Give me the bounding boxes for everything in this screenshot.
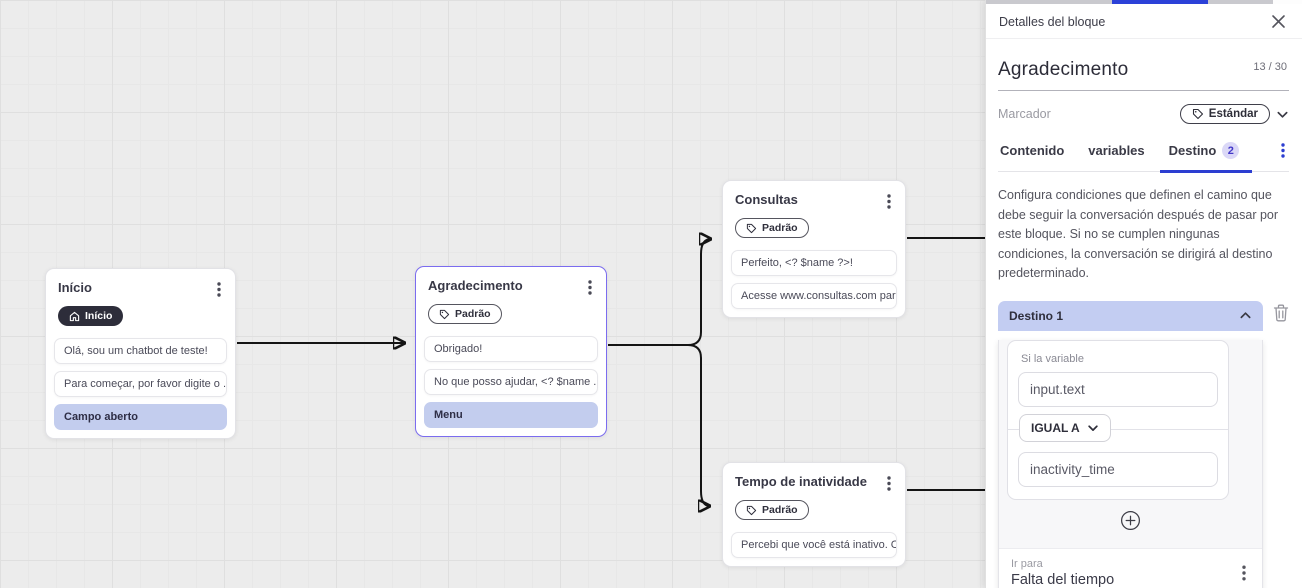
panel-top-strip	[986, 0, 1302, 4]
node-message[interactable]: Obrigado!	[424, 335, 598, 362]
node-menu-icon[interactable]	[584, 278, 596, 297]
node-menu-item[interactable]: Menu	[424, 401, 598, 428]
node-badge-label: Padrão	[455, 308, 491, 320]
top-strip-light	[1273, 0, 1302, 4]
node-type-badge: Padrão	[735, 500, 809, 520]
destino-count-badge: 2	[1222, 142, 1240, 159]
node-message[interactable]: Perfeito, <? $name ?>!	[731, 249, 897, 276]
node-open-field-item[interactable]: Campo aberto	[54, 403, 227, 430]
close-icon[interactable]	[1269, 12, 1288, 31]
goto-value[interactable]: Falta del tiempo	[1011, 571, 1115, 588]
goto-section: Ir para Falta del tiempo	[999, 547, 1262, 588]
node-message[interactable]: Olá, sou um chatbot de teste!	[54, 337, 227, 364]
node-title: Tempo de inatividade	[735, 474, 867, 489]
node-type-badge: Início	[58, 306, 124, 326]
tab-contenido[interactable]: Contenido	[1000, 143, 1065, 158]
chevron-down-icon[interactable]	[1276, 108, 1289, 121]
block-details-panel: Detalles del bloque Agradecimento 13 / 3…	[985, 0, 1302, 588]
node-badge-label: Início	[85, 310, 113, 322]
node-menu-icon[interactable]	[883, 192, 895, 211]
node-badge-label: Padrão	[762, 222, 798, 234]
block-name-field[interactable]: Agradecimento	[998, 59, 1129, 80]
node-menu-icon[interactable]	[213, 280, 225, 299]
panel-title: Detalles del bloque	[999, 14, 1106, 29]
tabs-menu-icon[interactable]	[1277, 141, 1289, 160]
char-counter: 13 / 30	[1253, 61, 1287, 73]
home-icon	[69, 311, 80, 322]
trash-icon[interactable]	[1273, 304, 1289, 322]
flow-node-tempo-inatividade[interactable]: Tempo de inatividade Padrão Percebi que …	[722, 462, 906, 567]
block-name-underline	[998, 90, 1289, 91]
node-message[interactable]: Acesse www.consultas.com par...	[731, 282, 897, 309]
destino-card-header[interactable]: Destino 1	[998, 300, 1263, 331]
flow-canvas[interactable]: Início Início Olá, sou um chatbot de tes…	[0, 0, 985, 588]
node-message[interactable]: Para começar, por favor digite o ...	[54, 370, 227, 397]
add-condition-icon[interactable]	[1120, 510, 1141, 531]
operator-dropdown[interactable]: IGUAL A	[1019, 413, 1111, 442]
wire-agradecimento-consultas	[608, 239, 710, 346]
node-title: Agradecimento	[428, 278, 523, 293]
flow-node-inicio[interactable]: Início Início Olá, sou um chatbot de tes…	[45, 268, 236, 439]
tag-icon	[1192, 108, 1204, 120]
destino-card: Destino 1 Si la variable input.text IGUA…	[998, 300, 1263, 588]
flow-node-agradecimento[interactable]: Agradecimento Padrão Obrigado! No que po…	[415, 266, 607, 437]
condition-variable-input[interactable]: input.text	[1018, 371, 1218, 407]
marcador-value: Estándar	[1208, 108, 1258, 120]
node-title: Início	[58, 280, 92, 295]
node-menu-icon[interactable]	[883, 474, 895, 493]
marcador-value-pill[interactable]: Estándar	[1179, 104, 1270, 124]
chevron-up-icon[interactable]	[1239, 309, 1252, 322]
destino-card-title: Destino 1	[1009, 308, 1064, 323]
chevron-down-icon	[1087, 422, 1099, 434]
node-badge-label: Padrão	[762, 504, 798, 516]
goto-label: Ir para	[1011, 557, 1043, 570]
tag-icon	[746, 223, 757, 234]
destino-description: Configura condiciones que definen el cam…	[998, 188, 1279, 280]
node-type-badge: Padrão	[735, 218, 809, 238]
top-strip-accent	[1112, 0, 1208, 4]
tab-destino[interactable]: Destino 2	[1159, 142, 1252, 173]
tag-icon	[746, 505, 757, 516]
connection-wires	[237, 0, 985, 588]
goto-menu-icon[interactable]	[1238, 563, 1250, 583]
marcador-label: Marcador	[998, 107, 1051, 121]
panel-tabs: Contenido variables Destino 2	[998, 141, 1289, 173]
wire-agradecimento-tempo	[608, 344, 709, 506]
node-message[interactable]: No que posso ajudar, <? $name ...	[424, 368, 598, 395]
tab-variables[interactable]: variables	[1088, 143, 1145, 158]
flow-node-consultas[interactable]: Consultas Padrão Perfeito, <? $name ?>! …	[722, 180, 906, 318]
node-title: Consultas	[735, 192, 798, 207]
node-type-badge: Padrão	[428, 304, 502, 324]
tag-icon	[439, 309, 450, 320]
condition-variable-label: Si la variable	[1021, 352, 1084, 365]
condition-card: Si la variable input.text IGUAL A inacti…	[1007, 339, 1229, 500]
condition-value-input[interactable]: inactivity_time	[1018, 451, 1218, 487]
node-message[interactable]: Percebi que você está inativo. C...	[731, 531, 897, 558]
